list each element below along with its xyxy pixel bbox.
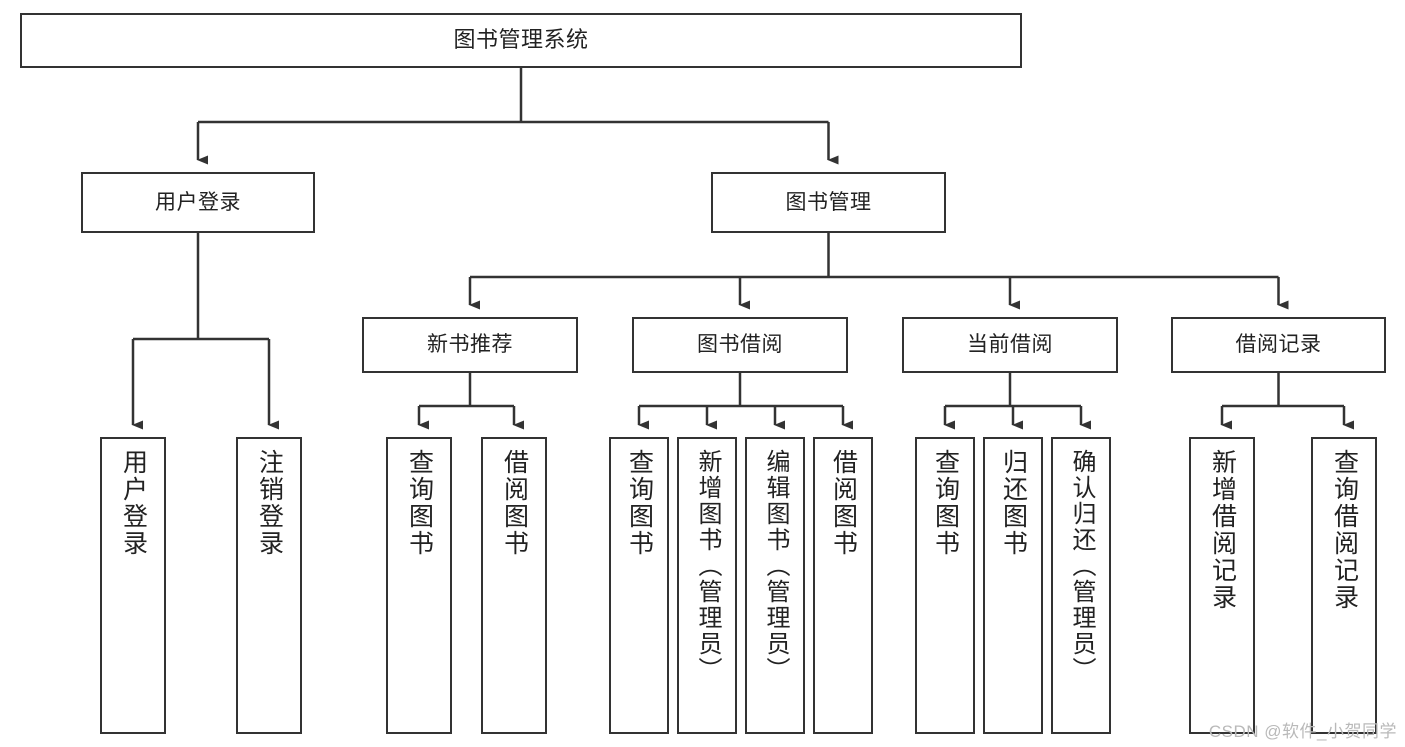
node-label: 借阅记录 bbox=[1235, 333, 1322, 357]
node-label: 用户登录 bbox=[119, 449, 148, 557]
node-label: 图书借阅 bbox=[697, 333, 783, 357]
node-leaf-user-logout[interactable]: 注销登录 bbox=[236, 437, 302, 734]
node-label: 图书管理 bbox=[785, 190, 872, 214]
node-new-book-recommend[interactable]: 新书推荐 bbox=[362, 317, 578, 373]
node-label: 当前借阅 bbox=[967, 333, 1053, 357]
node-leaf-query-record[interactable]: 查询借阅记录 bbox=[1311, 437, 1377, 734]
node-label: 查询图书 bbox=[405, 449, 434, 557]
node-label: 查询图书 bbox=[931, 449, 960, 557]
node-label: 查询借阅记录 bbox=[1330, 449, 1359, 611]
node-book-manage[interactable]: 图书管理 bbox=[711, 172, 946, 233]
node-current-borrow[interactable]: 当前借阅 bbox=[902, 317, 1118, 373]
node-leaf-edit-book[interactable]: 编辑图书（管理员） bbox=[745, 437, 805, 734]
node-root[interactable]: 图书管理系统 bbox=[20, 13, 1022, 68]
node-leaf-borrow-book-br[interactable]: 借阅图书 bbox=[813, 437, 873, 734]
node-label: 查询图书 bbox=[625, 449, 654, 557]
node-leaf-add-record[interactable]: 新增借阅记录 bbox=[1189, 437, 1255, 734]
node-label: 新书推荐 bbox=[427, 333, 513, 357]
node-leaf-query-book-cb[interactable]: 查询图书 bbox=[915, 437, 975, 734]
node-label: 注销登录 bbox=[255, 449, 284, 557]
node-label: 新增借阅记录 bbox=[1208, 449, 1237, 611]
node-label: 归还图书 bbox=[999, 449, 1028, 557]
node-leaf-add-book[interactable]: 新增图书（管理员） bbox=[677, 437, 737, 734]
node-label: 借阅图书 bbox=[500, 449, 529, 557]
node-leaf-query-book-rec[interactable]: 查询图书 bbox=[386, 437, 452, 734]
node-leaf-return-book[interactable]: 归还图书 bbox=[983, 437, 1043, 734]
node-label: 确认归还（管理员） bbox=[1068, 449, 1095, 683]
node-book-borrow[interactable]: 图书借阅 bbox=[632, 317, 848, 373]
node-label: 用户登录 bbox=[155, 190, 241, 214]
node-leaf-borrow-book-rec[interactable]: 借阅图书 bbox=[481, 437, 547, 734]
node-leaf-user-login[interactable]: 用户登录 bbox=[100, 437, 166, 734]
node-label: 新增图书（管理员） bbox=[694, 449, 721, 683]
node-leaf-confirm-return[interactable]: 确认归还（管理员） bbox=[1051, 437, 1111, 734]
node-user-login[interactable]: 用户登录 bbox=[81, 172, 315, 233]
node-leaf-query-book-br[interactable]: 查询图书 bbox=[609, 437, 669, 734]
node-label: 借阅图书 bbox=[829, 449, 858, 557]
csdn-watermark: CSDN @软件_小贺同学 bbox=[1208, 722, 1397, 741]
node-label: 图书管理系统 bbox=[453, 27, 589, 53]
node-borrow-record[interactable]: 借阅记录 bbox=[1171, 317, 1386, 373]
node-label: 编辑图书（管理员） bbox=[762, 449, 789, 683]
